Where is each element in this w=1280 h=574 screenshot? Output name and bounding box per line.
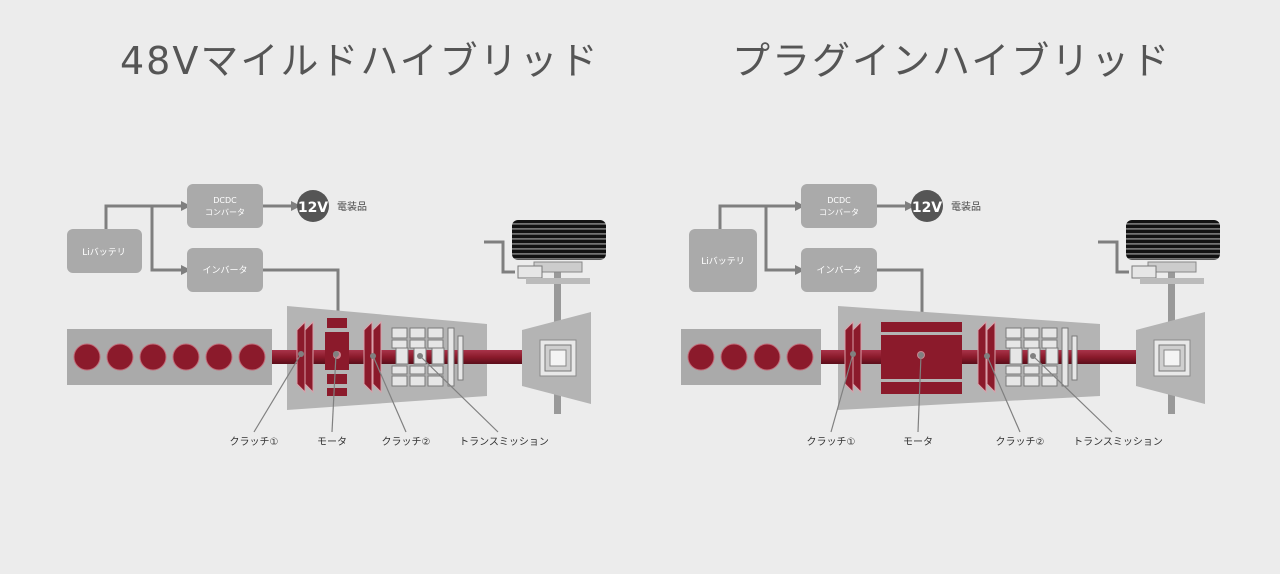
inverter-label: インバータ	[816, 265, 861, 276]
motor	[325, 318, 349, 396]
plugin-hybrid-diagram: Liバッテリ DCDC コンバータ インバータ 12V 電装品	[681, 184, 1220, 448]
li-battery-label: Liバッテリ	[82, 247, 126, 258]
inverter-box	[801, 248, 877, 292]
mild-hybrid-title: 48Vマイルドハイブリッド	[120, 39, 600, 83]
gear-set	[1005, 327, 1078, 387]
engine-cylinders	[687, 343, 814, 371]
12v-badge	[911, 190, 943, 222]
wheel	[512, 220, 606, 284]
gear-set	[391, 327, 464, 387]
wheel	[1126, 220, 1220, 284]
electrics-label: 電装品	[951, 200, 981, 213]
dcdc-converter-box	[801, 184, 877, 228]
tire-icon	[512, 220, 606, 260]
12v-label: 12V	[912, 200, 942, 216]
dcdc-converter-label-top: DCDC	[827, 196, 851, 205]
li-battery-box	[67, 229, 142, 273]
differential	[1136, 312, 1205, 404]
li-battery-label: Liバッテリ	[701, 256, 745, 267]
transmission-label: トランスミッション	[1073, 436, 1163, 448]
clutch-1	[844, 320, 862, 394]
motor-label: モータ	[903, 436, 933, 448]
motor-label: モータ	[317, 436, 347, 448]
transmission-label: トランスミッション	[459, 436, 549, 448]
clutch-2	[363, 320, 382, 394]
engine-block	[67, 329, 272, 385]
inverter-label: インバータ	[202, 265, 247, 276]
dcdc-converter-label-top: DCDC	[213, 196, 237, 205]
clutch-1-label: クラッチ①	[807, 436, 856, 448]
power-lines	[718, 201, 1129, 323]
leader-lines	[830, 353, 1113, 433]
dcdc-converter-label-bottom: コンバータ	[819, 208, 859, 217]
clutch-1-label: クラッチ①	[230, 436, 279, 448]
12v-label: 12V	[298, 200, 328, 216]
tire-icon	[1126, 220, 1220, 260]
clutch-1	[296, 320, 314, 394]
electrics-label: 電装品	[337, 200, 367, 213]
clutch-2-label: クラッチ②	[996, 436, 1045, 448]
dcdc-converter-box	[187, 184, 263, 228]
clutch-2-label: クラッチ②	[382, 436, 431, 448]
li-battery-box	[689, 229, 757, 292]
clutch-2	[977, 320, 996, 394]
plugin-hybrid-title: プラグインハイブリッド	[732, 39, 1172, 83]
power-lines	[104, 201, 515, 323]
dcdc-converter-label-bottom: コンバータ	[205, 208, 245, 217]
engine-cylinders	[73, 343, 266, 371]
mild-hybrid-diagram: Liバッテリ DCDC コンバータ インバータ 12V 電装品	[67, 184, 606, 448]
leader-lines	[253, 353, 499, 433]
12v-badge	[297, 190, 329, 222]
inverter-box	[187, 248, 263, 292]
differential	[522, 312, 591, 404]
